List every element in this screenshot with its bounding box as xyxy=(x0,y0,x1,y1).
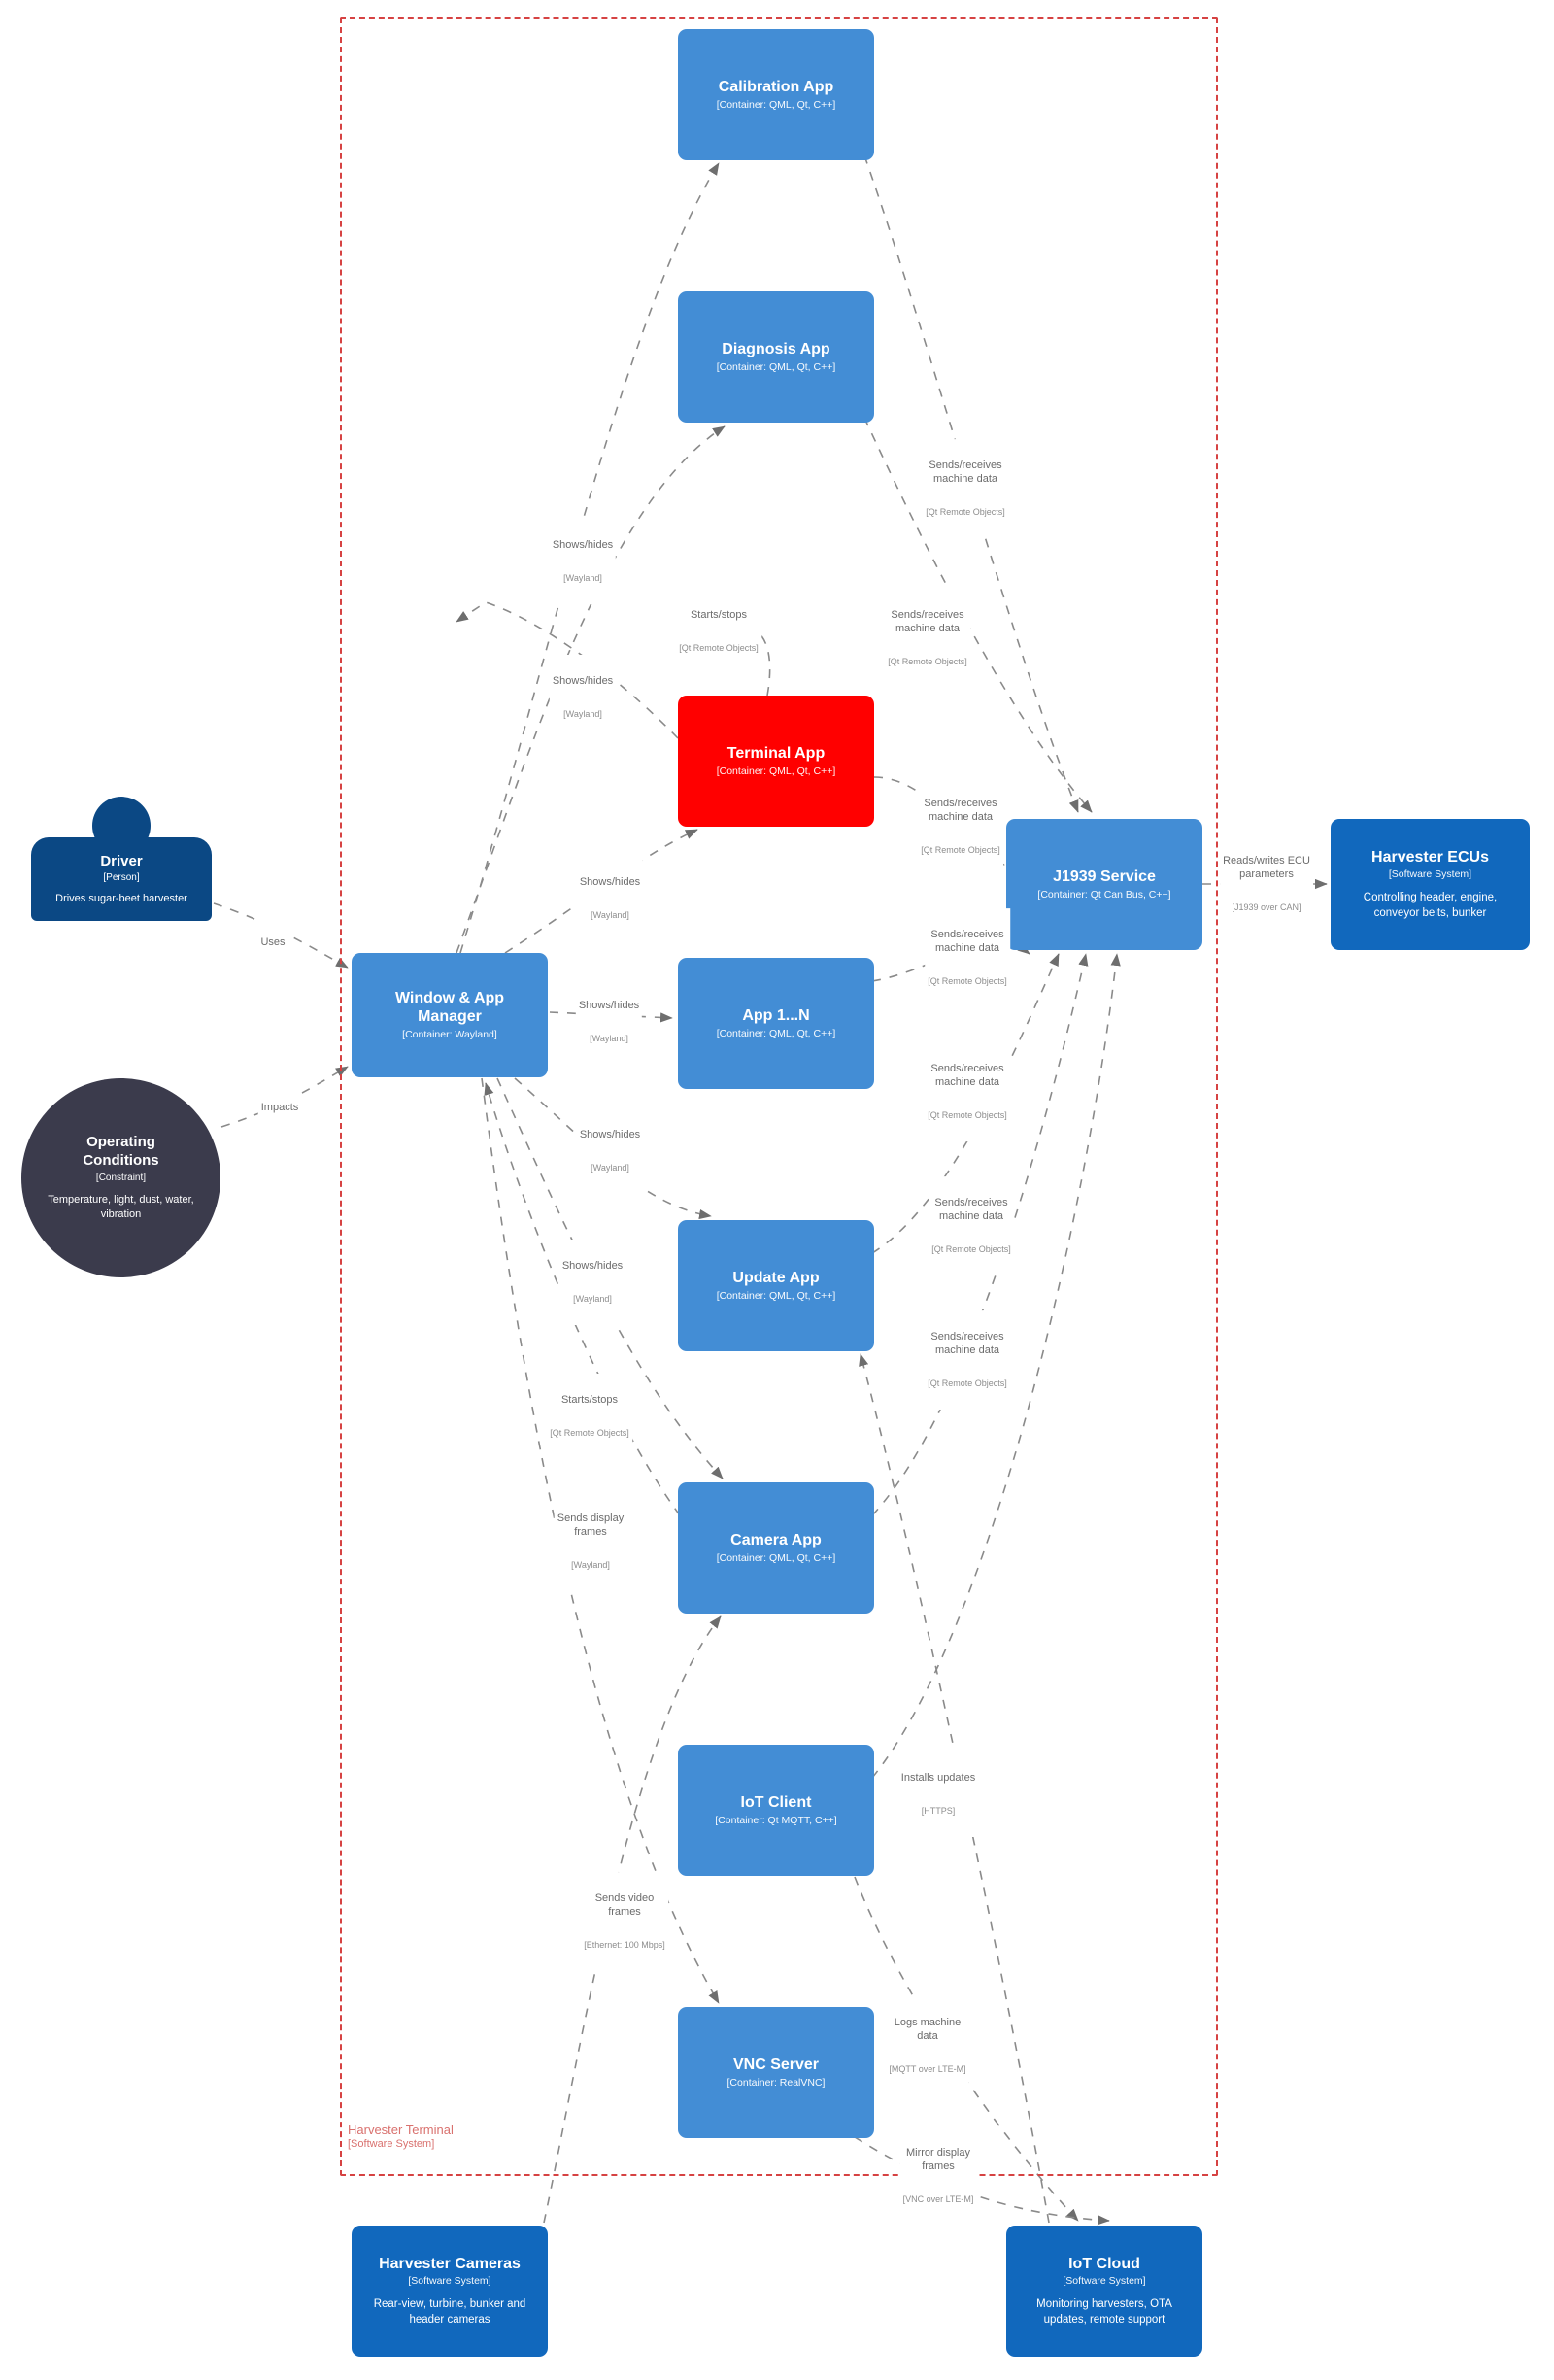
node-subtitle: [Container: Qt MQTT, C++] xyxy=(715,1814,837,1826)
node-subtitle: [Container: QML, Qt, C++] xyxy=(716,1289,836,1302)
node-diagnosis-app[interactable]: Diagnosis App [Container: QML, Qt, C++] xyxy=(678,291,874,423)
node-subtitle: [Container: QML, Qt, C++] xyxy=(716,765,836,777)
constraint-title: Operating Conditions xyxy=(83,1134,159,1170)
node-title: Camera App xyxy=(730,1532,822,1549)
node-window-app-manager[interactable]: Window & App Manager [Container: Wayland… xyxy=(352,953,548,1077)
node-title: Harvester Cameras xyxy=(379,2255,521,2272)
node-title: J1939 Service xyxy=(1053,868,1156,886)
edge-label-send-recv-camera: Sends/receives machine data [Qt Remote O… xyxy=(929,1176,1014,1275)
node-title: Update App xyxy=(732,1270,820,1287)
actor-subtitle: [Person] xyxy=(103,871,140,883)
edge-label-starts-stops-bottom: Starts/stops [Qt Remote Objects] xyxy=(547,1374,632,1459)
edge-label-shows-hides-camera: Shows/hides [Wayland] xyxy=(558,1240,626,1325)
node-subtitle: [Container: Qt Can Bus, C++] xyxy=(1037,888,1171,901)
node-description: Controlling header, engine, conveyor bel… xyxy=(1363,892,1498,919)
edge-label-send-recv-calibration: Sends/receives machine data [Qt Remote O… xyxy=(923,439,1008,538)
node-iot-cloud[interactable]: IoT Cloud [Software System] Monitoring h… xyxy=(1006,2226,1202,2357)
node-title: Calibration App xyxy=(718,79,834,96)
node-j1939-service[interactable]: J1939 Service [Container: Qt Can Bus, C+… xyxy=(1006,819,1202,950)
node-terminal-app[interactable]: Terminal App [Container: QML, Qt, C++] xyxy=(678,696,874,827)
node-subtitle: [Software System] xyxy=(1388,868,1472,881)
boundary-type: [Software System] xyxy=(348,2138,435,2151)
node-subtitle: [Container: QML, Qt, C++] xyxy=(716,98,836,111)
actor-driver[interactable]: Driver [Person] Drives sugar-beet harves… xyxy=(31,797,212,921)
node-subtitle: [Software System] xyxy=(1063,2275,1146,2288)
edge-label-shows-hides-diagnosis: Shows/hides [Wayland] xyxy=(549,655,617,740)
node-update-app[interactable]: Update App [Container: QML, Qt, C++] xyxy=(678,1220,874,1351)
node-vnc-server[interactable]: VNC Server [Container: RealVNC] xyxy=(678,2007,874,2138)
node-calibration-app[interactable]: Calibration App [Container: QML, Qt, C++… xyxy=(678,29,874,160)
boundary-label: Harvester Terminal [Software System] xyxy=(348,2123,454,2152)
node-subtitle: [Container: QML, Qt, C++] xyxy=(716,1027,836,1039)
node-iot-client[interactable]: IoT Client [Container: Qt MQTT, C++] xyxy=(678,1745,874,1876)
person-body: Driver [Person] Drives sugar-beet harves… xyxy=(31,837,212,921)
node-subtitle: [Container: QML, Qt, C++] xyxy=(716,360,836,373)
node-title: Harvester ECUs xyxy=(1371,848,1489,866)
edge-label-shows-hides-calibration: Shows/hides [Wayland] xyxy=(549,519,617,604)
node-harvester-cameras[interactable]: Harvester Cameras [Software System] Rear… xyxy=(352,2226,548,2357)
harvester-terminal-boundary xyxy=(340,17,1218,2176)
node-description: Monitoring harvesters, OTA updates, remo… xyxy=(1036,2298,1172,2326)
edge-label-installs-updates: Installs updates [HTTPS] xyxy=(897,1751,979,1837)
actor-title: Driver xyxy=(100,852,143,869)
edge-label-shows-hides-app1n: Shows/hides [Wayland] xyxy=(575,979,643,1065)
edge-label-sends-display-frames: Sends display frames [Wayland] xyxy=(554,1492,627,1591)
node-title: App 1...N xyxy=(742,1007,810,1025)
node-title: Window & App Manager xyxy=(394,990,505,1026)
edge-label-uses: Uses xyxy=(257,916,288,970)
edge-label-shows-hides-terminal: Shows/hides [Wayland] xyxy=(576,856,644,941)
edge-label-send-recv-iot: Sends/receives machine data [Qt Remote O… xyxy=(925,1310,1010,1410)
node-title: Terminal App xyxy=(726,745,826,763)
edge-label-send-recv-update: Sends/receives machine data [Qt Remote O… xyxy=(925,1042,1010,1141)
edge-label-send-recv-diagnosis: Sends/receives machine data [Qt Remote O… xyxy=(885,589,970,688)
edge-label-logs-machine-data: Logs machine data [MQTT over LTE-M] xyxy=(886,1996,969,2095)
actor-description: Drives sugar-beet harvester xyxy=(55,892,187,904)
edge-label-reads-writes-ecu: Reads/writes ECU parameters [J1939 over … xyxy=(1220,834,1313,934)
node-title: IoT Cloud xyxy=(1068,2255,1140,2272)
node-camera-app[interactable]: Camera App [Container: QML, Qt, C++] xyxy=(678,1482,874,1614)
node-app-1-n[interactable]: App 1...N [Container: QML, Qt, C++] xyxy=(678,958,874,1089)
node-title: VNC Server xyxy=(732,2057,820,2074)
node-subtitle: [Software System] xyxy=(408,2275,491,2288)
actor-operating-conditions[interactable]: Operating Conditions [Constraint] Temper… xyxy=(21,1078,220,1277)
node-subtitle: [Container: QML, Qt, C++] xyxy=(716,1551,836,1564)
edge-label-sends-video-frames: Sends video frames [Ethernet: 100 Mbps] xyxy=(581,1872,668,1971)
node-subtitle: [Container: RealVNC] xyxy=(726,2076,826,2089)
node-title: Diagnosis App xyxy=(722,341,830,358)
edge-label-starts-stops-top: Starts/stops [Qt Remote Objects] xyxy=(676,589,761,674)
edge-label-send-recv-app1n: Sends/receives machine data [Qt Remote O… xyxy=(925,908,1010,1007)
edge-label-shows-hides-update: Shows/hides [Wayland] xyxy=(576,1108,644,1194)
node-subtitle: [Container: Wayland] xyxy=(402,1028,497,1040)
constraint-subtitle: [Constraint] xyxy=(95,1172,147,1183)
node-description: Rear-view, turbine, bunker and header ca… xyxy=(373,2298,526,2326)
edge-label-send-recv-terminal: Sends/receives machine data [Qt Remote O… xyxy=(918,777,1003,876)
node-harvester-ecus[interactable]: Harvester ECUs [Software System] Control… xyxy=(1331,819,1530,950)
edge-label-mirror-display-frames: Mirror display frames [VNC over LTE-M] xyxy=(899,2126,977,2226)
boundary-name: Harvester Terminal xyxy=(348,2123,454,2137)
constraint-description: Temperature, light, dust, water, vibrati… xyxy=(48,1193,194,1220)
edge-label-impacts: Impacts xyxy=(257,1081,302,1136)
node-title: IoT Client xyxy=(740,1794,812,1812)
